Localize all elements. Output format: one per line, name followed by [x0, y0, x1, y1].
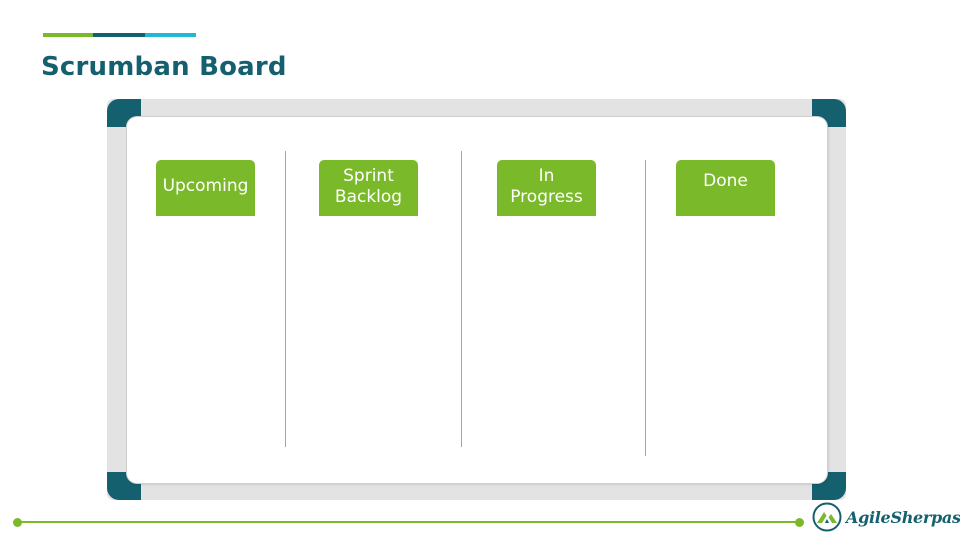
mountain-logo-icon: [812, 502, 842, 532]
column-header-label: Progress: [510, 187, 583, 207]
accent-segment-teal: [93, 33, 145, 37]
accent-segment-cyan: [145, 33, 196, 37]
logo-text: AgileSherpas: [846, 507, 960, 527]
column-header-label: Done: [703, 171, 748, 191]
column-divider: [461, 151, 462, 447]
column-header-done: Done: [676, 160, 775, 216]
column-header-label: Upcoming: [162, 176, 249, 196]
column-divider: [285, 151, 286, 447]
column-header-label: Backlog: [334, 187, 403, 207]
page-title: Scrumban Board: [41, 52, 287, 82]
accent-segment-green: [43, 33, 93, 37]
footer-line: [18, 521, 800, 523]
title-accent-line: [43, 33, 196, 37]
footer-line-dot-left: [13, 517, 22, 527]
column-header-in-progress: In Progress: [497, 160, 596, 216]
agilesherpas-logo: AgileSherpas: [812, 502, 960, 532]
column-header-label: In: [538, 166, 555, 186]
column-header-label: Sprint: [343, 166, 394, 186]
column-header-sprint-backlog: Sprint Backlog: [319, 160, 418, 216]
footer-line-dot-right: [795, 517, 804, 527]
column-header-upcoming: Upcoming: [156, 160, 255, 216]
column-divider: [645, 160, 646, 456]
